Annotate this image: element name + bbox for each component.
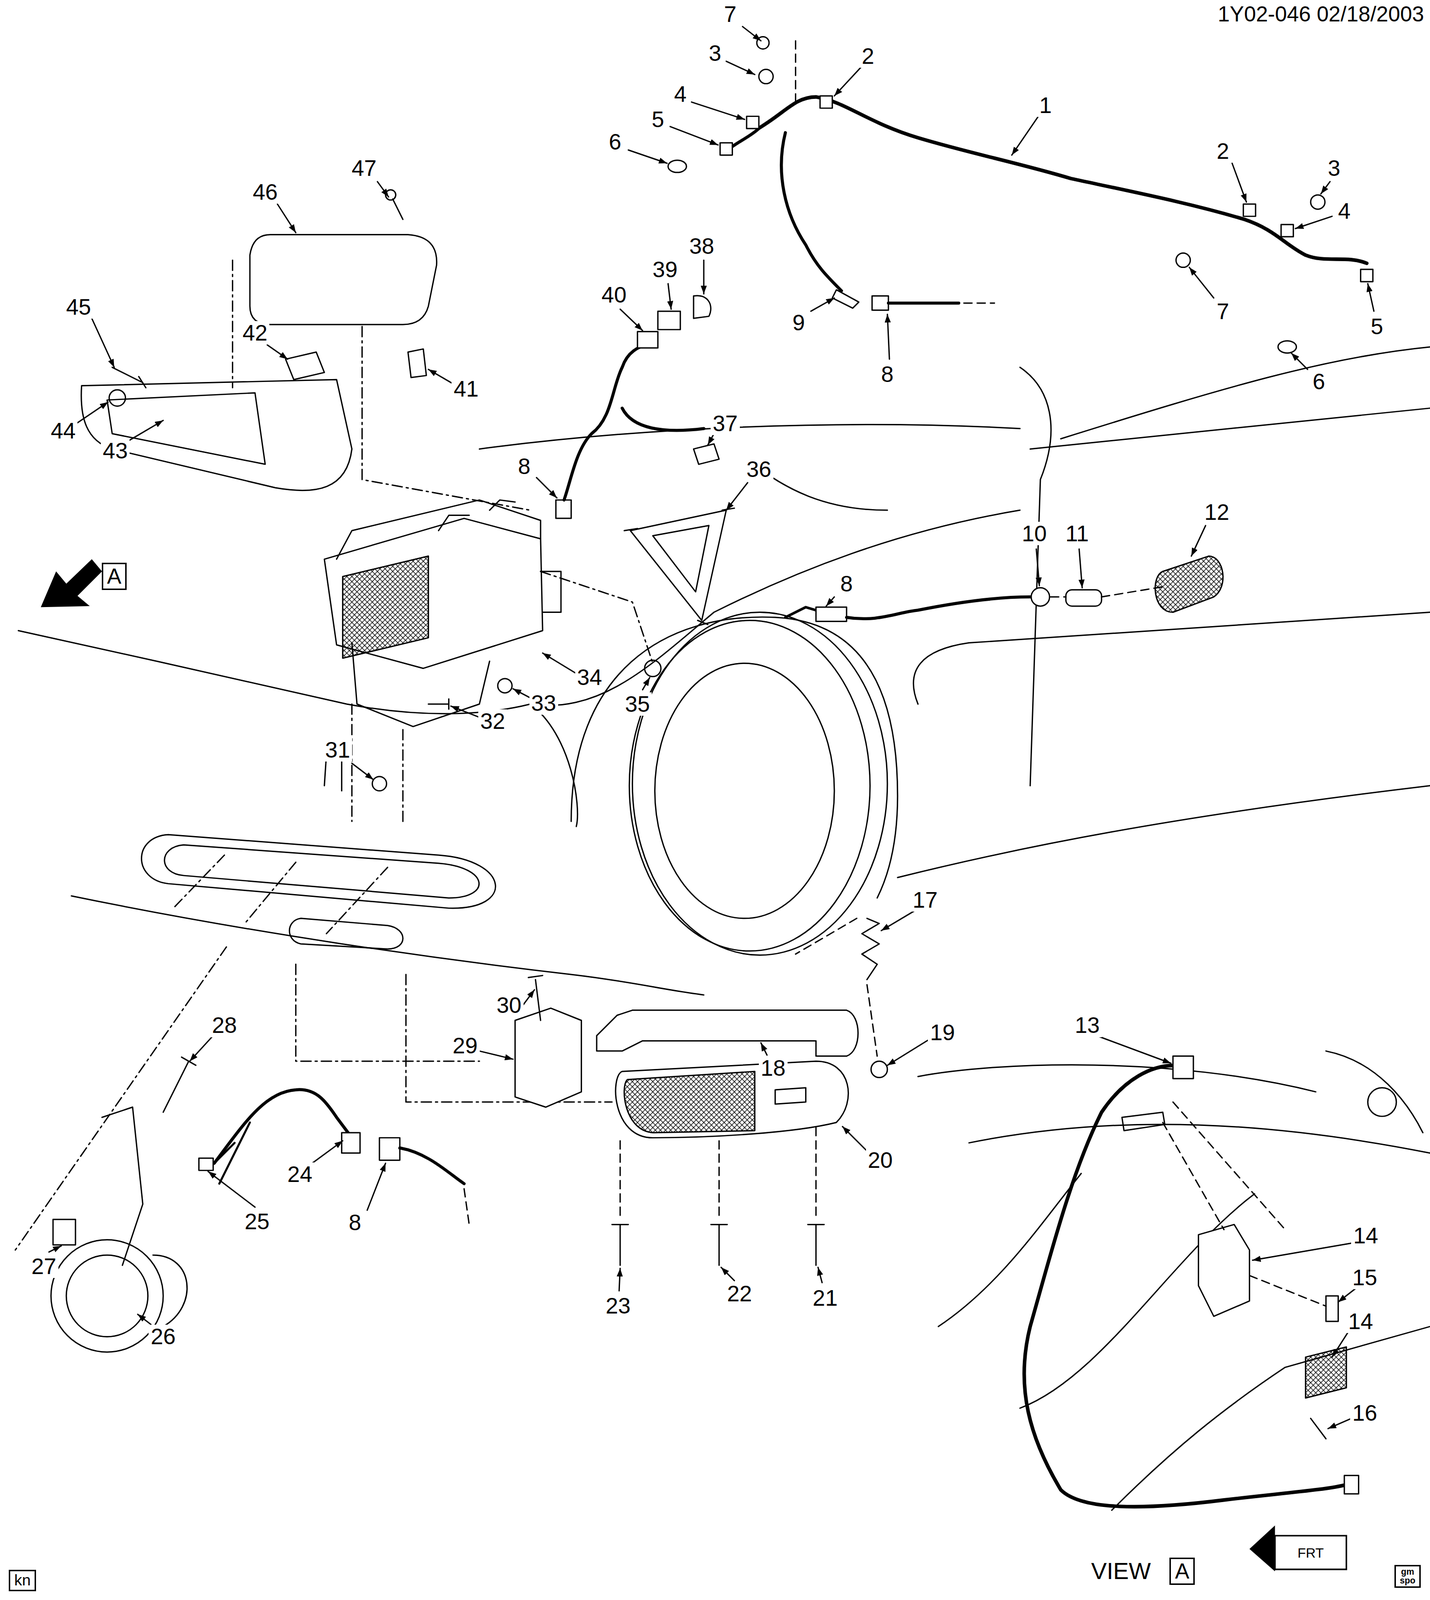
callout-number: 7 bbox=[1214, 299, 1232, 323]
callout-number: 21 bbox=[810, 1285, 840, 1310]
callout-number: 47 bbox=[349, 156, 379, 180]
callout-number: 39 bbox=[650, 257, 680, 282]
callout-number: 13 bbox=[1072, 1013, 1102, 1037]
callout-number: 7 bbox=[722, 2, 739, 26]
callout-number: 44 bbox=[48, 418, 78, 443]
callout-number: 9 bbox=[790, 310, 808, 335]
callout-number: 28 bbox=[209, 1013, 239, 1037]
callout-number: 8 bbox=[516, 454, 533, 478]
callout-number: 41 bbox=[451, 376, 481, 401]
callout-number: 12 bbox=[1202, 500, 1232, 524]
box-text: gm spo bbox=[1399, 1566, 1416, 1586]
drawing-number: 1Y02-046 02/18/2003 bbox=[1215, 2, 1426, 26]
callout-number: 16 bbox=[1350, 1400, 1379, 1425]
callout-number: 4 bbox=[1335, 199, 1353, 223]
callout-number: 6 bbox=[606, 130, 624, 154]
callout-number: 22 bbox=[725, 1281, 754, 1305]
callout-number: 6 bbox=[1310, 369, 1328, 394]
callout-number: 27 bbox=[29, 1254, 58, 1278]
callout-number: 5 bbox=[1368, 314, 1386, 339]
callout-number: 8 bbox=[346, 1210, 364, 1234]
view-marker: A bbox=[1169, 1557, 1195, 1585]
callout-number: 42 bbox=[240, 320, 270, 345]
callout-number: 8 bbox=[838, 571, 855, 596]
direction-label: FRT bbox=[1295, 1545, 1326, 1560]
box-text: A bbox=[107, 564, 122, 588]
callout-number: 38 bbox=[687, 234, 716, 258]
callout-number: 5 bbox=[649, 107, 667, 132]
callout-number: 35 bbox=[622, 692, 652, 716]
callout-number: 14 bbox=[1346, 1309, 1375, 1333]
view-marker: A bbox=[101, 562, 127, 590]
callout-number: 10 bbox=[1019, 521, 1049, 546]
callout-number: 1 bbox=[1037, 93, 1054, 117]
callout-number: 40 bbox=[599, 282, 629, 307]
callout-number: 17 bbox=[910, 887, 940, 912]
artist-mark: kn bbox=[8, 1569, 37, 1591]
publisher-logo: gm spo bbox=[1394, 1564, 1421, 1588]
callout-number: 8 bbox=[879, 362, 896, 386]
callout-number: 3 bbox=[706, 41, 724, 65]
callout-number: 18 bbox=[758, 1055, 788, 1080]
box-text: kn bbox=[14, 1571, 31, 1589]
callout-number: 2 bbox=[1214, 139, 1232, 163]
callout-number: 24 bbox=[285, 1162, 315, 1186]
callout-number: 37 bbox=[710, 411, 740, 435]
callout-number: 3 bbox=[1325, 156, 1343, 180]
callout-number: 32 bbox=[478, 709, 508, 733]
callout-number: 46 bbox=[250, 180, 280, 204]
callout-number: 4 bbox=[672, 82, 689, 106]
callout-number: 23 bbox=[603, 1293, 633, 1318]
callout-number: 33 bbox=[529, 691, 559, 715]
callout-number: 11 bbox=[1063, 521, 1092, 546]
box-text: A bbox=[1174, 1559, 1189, 1582]
callout-number: 34 bbox=[575, 665, 604, 689]
callout-number: 31 bbox=[323, 737, 353, 762]
callout-number: 30 bbox=[494, 993, 524, 1017]
callout-number: 25 bbox=[242, 1209, 272, 1233]
callout-number: 15 bbox=[1350, 1265, 1379, 1289]
callout-number: 14 bbox=[1351, 1223, 1380, 1247]
callout-number: 29 bbox=[450, 1033, 480, 1057]
callout-number: 45 bbox=[64, 295, 94, 319]
callout-number: 43 bbox=[100, 438, 130, 463]
callout-number: 36 bbox=[744, 457, 773, 481]
view-label: VIEW bbox=[1089, 1558, 1153, 1583]
callout-number: 20 bbox=[865, 1147, 895, 1172]
callout-number: 26 bbox=[148, 1324, 178, 1348]
callout-number: 19 bbox=[927, 1020, 957, 1044]
callout-number: 2 bbox=[859, 44, 877, 68]
